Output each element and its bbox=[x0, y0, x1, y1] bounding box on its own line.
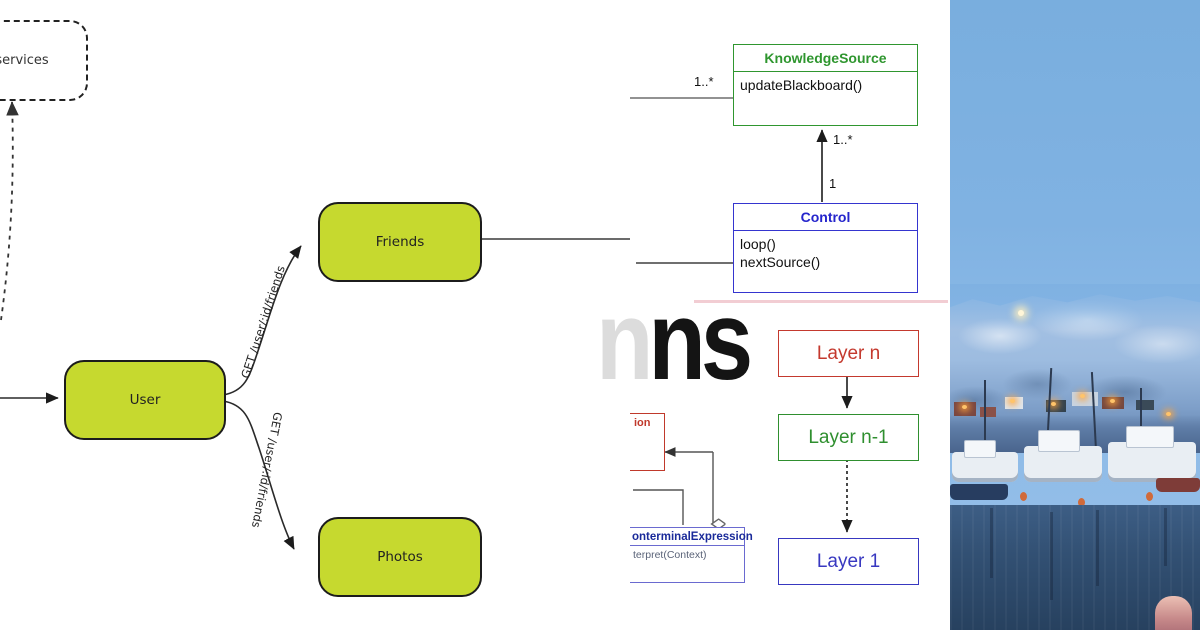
house bbox=[954, 402, 976, 416]
boat-mast bbox=[1140, 388, 1142, 454]
layer-1-box[interactable]: Layer 1 bbox=[778, 538, 919, 585]
multiplicity-arrow-top: 1..* bbox=[833, 132, 853, 147]
village-light bbox=[1010, 399, 1015, 403]
boat-cabin bbox=[964, 440, 996, 458]
boat bbox=[1108, 442, 1196, 482]
village-light bbox=[1080, 394, 1085, 398]
boat bbox=[1024, 446, 1102, 482]
knowledgesource-title: KnowledgeSource bbox=[764, 50, 887, 66]
boat-hull-red bbox=[1156, 478, 1200, 492]
boat-mast bbox=[984, 380, 986, 458]
knowledgesource-method: updateBlackboard() bbox=[740, 77, 863, 93]
buoy bbox=[1020, 492, 1027, 501]
expression-class-fragment[interactable]: ion bbox=[630, 413, 665, 471]
reflection bbox=[990, 508, 993, 578]
house bbox=[1102, 397, 1124, 409]
photos-node[interactable]: Photos bbox=[318, 517, 482, 597]
edge-label-user-photos: GET /user/:id/friends bbox=[248, 410, 286, 530]
mountain-mist bbox=[950, 284, 1200, 330]
cropped-headline-fragment: ns bbox=[648, 278, 753, 403]
cropped-headline: nns bbox=[596, 285, 753, 397]
control-method-nextsource: nextSource() bbox=[740, 253, 821, 270]
services-node-label: services bbox=[0, 53, 49, 68]
village-light bbox=[1110, 399, 1115, 403]
village-light bbox=[1051, 402, 1056, 406]
harbor-photo bbox=[950, 0, 1200, 630]
cropped-headline-ghost: n bbox=[596, 278, 654, 403]
edge-label-user-friends: GET /user/:id/friends bbox=[238, 263, 288, 381]
village-light bbox=[962, 405, 967, 409]
multiplicity-arrow-bottom: 1 bbox=[829, 176, 837, 191]
hillside-star-light bbox=[1018, 310, 1024, 316]
user-node-label: User bbox=[129, 392, 161, 408]
divider bbox=[734, 71, 917, 72]
layer-n-minus-1-box[interactable]: Layer n-1 bbox=[778, 414, 919, 461]
house bbox=[1005, 397, 1023, 409]
interp-elbow bbox=[633, 489, 684, 525]
nonterminalexpression-title: onterminalExpression bbox=[632, 531, 753, 543]
reflection bbox=[1050, 512, 1053, 600]
knowledgesource-class[interactable]: KnowledgeSource updateBlackboard() bbox=[733, 44, 918, 126]
nonterminalexpression-class-fragment[interactable]: onterminalExpression terpret(Context) bbox=[630, 527, 753, 583]
control-method-loop: loop() bbox=[740, 236, 776, 252]
buoy bbox=[1078, 498, 1085, 507]
divider bbox=[630, 545, 744, 546]
nonterminalexpression-method: terpret(Context) bbox=[633, 549, 707, 561]
multiplicity-left: 1..* bbox=[694, 74, 714, 89]
boat-hull-dark bbox=[950, 484, 1008, 500]
house bbox=[1136, 400, 1154, 410]
layer-1-label: Layer 1 bbox=[816, 550, 881, 572]
control-title: Control bbox=[800, 209, 851, 225]
buoy bbox=[1146, 492, 1153, 501]
layer-n-minus-1-label: Layer n-1 bbox=[808, 426, 889, 448]
harbor-lamp bbox=[1166, 412, 1171, 416]
user-node[interactable]: User bbox=[64, 360, 226, 440]
expression-fragment-label: ion bbox=[634, 417, 651, 429]
reflection bbox=[1164, 508, 1167, 566]
boat-cabin bbox=[1038, 430, 1080, 452]
house bbox=[980, 407, 996, 417]
photos-node-label: Photos bbox=[377, 549, 423, 565]
pink-strip bbox=[694, 300, 948, 303]
edge-dashed-to-services bbox=[0, 101, 19, 321]
layer-n-label: Layer n bbox=[816, 342, 881, 364]
friends-node-label: Friends bbox=[375, 234, 425, 250]
control-class[interactable]: Control loop() nextSource() bbox=[733, 203, 918, 293]
mooring-bollard bbox=[1155, 596, 1192, 630]
divider bbox=[734, 230, 917, 231]
friends-node[interactable]: Friends bbox=[318, 202, 482, 282]
layer-n-box[interactable]: Layer n bbox=[778, 330, 919, 377]
boat-cabin bbox=[1126, 426, 1174, 448]
services-node[interactable]: services bbox=[0, 20, 88, 101]
reflection bbox=[1096, 510, 1099, 586]
